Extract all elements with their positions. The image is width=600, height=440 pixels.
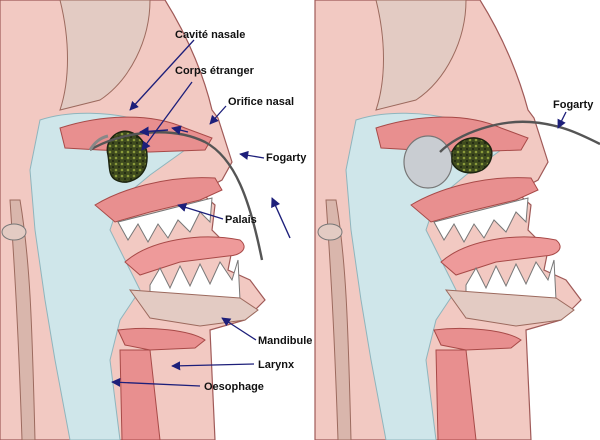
label-esophagus: Oesophage: [204, 381, 264, 393]
fogarty-balloon: [403, 135, 453, 189]
ear-right: [317, 223, 343, 241]
spine-right: [325, 199, 352, 440]
arrow-nasal-flow: [139, 126, 169, 137]
esophagus-right: [435, 349, 477, 440]
ear-left: [1, 223, 27, 241]
label-fogarty-right: Fogarty: [553, 99, 594, 111]
fogarty-catheter-left: [89, 131, 264, 261]
tongue-left: [124, 236, 245, 276]
larynx-right: [433, 328, 522, 351]
arrow-nasal-flow-2: [171, 125, 189, 135]
label-nasal-orifice: Orifice nasal: [228, 96, 294, 108]
larynx-left: [117, 328, 206, 351]
fogarty-catheter-right: [439, 120, 600, 153]
label-fogarty-left: Fogarty: [266, 152, 307, 164]
left-panel: Cavité nasale Corps étranger Orifice nas…: [0, 0, 312, 440]
tongue-right: [440, 236, 561, 276]
mandible-left: [128, 289, 259, 327]
right-panel: Fogarty: [314, 0, 600, 440]
mandible-right: [444, 289, 575, 327]
skull-bone-right: [375, 0, 467, 111]
esophagus-left: [119, 349, 161, 440]
label-palate: Palais: [225, 214, 257, 226]
label-mandible: Mandibule: [258, 335, 312, 347]
arrow-catheter-up: [271, 197, 291, 239]
palate-right: [410, 177, 539, 223]
upper-teeth-right: [433, 197, 529, 244]
palate-left: [94, 177, 223, 223]
label-nasal-cavity: Cavité nasale: [175, 29, 245, 41]
label-foreign-body: Corps étranger: [175, 65, 255, 77]
label-larynx: Larynx: [258, 359, 295, 371]
foreign-body-right: [451, 137, 493, 174]
foreign-body-left: [106, 130, 148, 183]
skull-bone-left: [59, 0, 151, 111]
spine-left: [9, 199, 36, 440]
upper-teeth-left: [117, 197, 213, 244]
